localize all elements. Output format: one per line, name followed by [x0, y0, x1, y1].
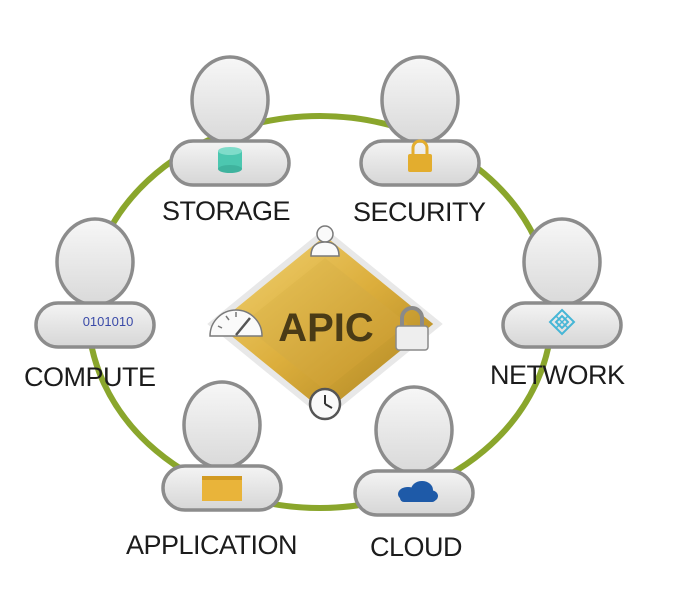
- label-cloud: CLOUD: [370, 532, 463, 562]
- apic-title: APIC: [278, 306, 374, 350]
- gauge-icon: [209, 309, 263, 337]
- cloud-icon: [398, 481, 438, 502]
- user-icon: [310, 225, 340, 257]
- storage-person[interactable]: [169, 55, 291, 187]
- label-application: APPLICATION: [126, 530, 298, 560]
- binary-icon: 0101010: [82, 314, 134, 329]
- lock-icon: [408, 139, 432, 172]
- apic-emblem[interactable]: [207, 225, 443, 421]
- network-person[interactable]: [501, 217, 623, 349]
- clock-icon: [308, 387, 342, 421]
- security-person[interactable]: [359, 55, 481, 187]
- cloud-person[interactable]: [353, 385, 475, 517]
- label-compute: COMPUTE: [24, 362, 156, 392]
- database-icon: [218, 147, 242, 173]
- application-person[interactable]: [161, 380, 283, 512]
- padlock-icon: [395, 306, 429, 351]
- label-network: NETWORK: [490, 360, 625, 390]
- label-security: SECURITY: [353, 197, 486, 227]
- folder-icon: [202, 476, 242, 501]
- label-storage: STORAGE: [162, 196, 291, 226]
- network-icon: [548, 308, 576, 336]
